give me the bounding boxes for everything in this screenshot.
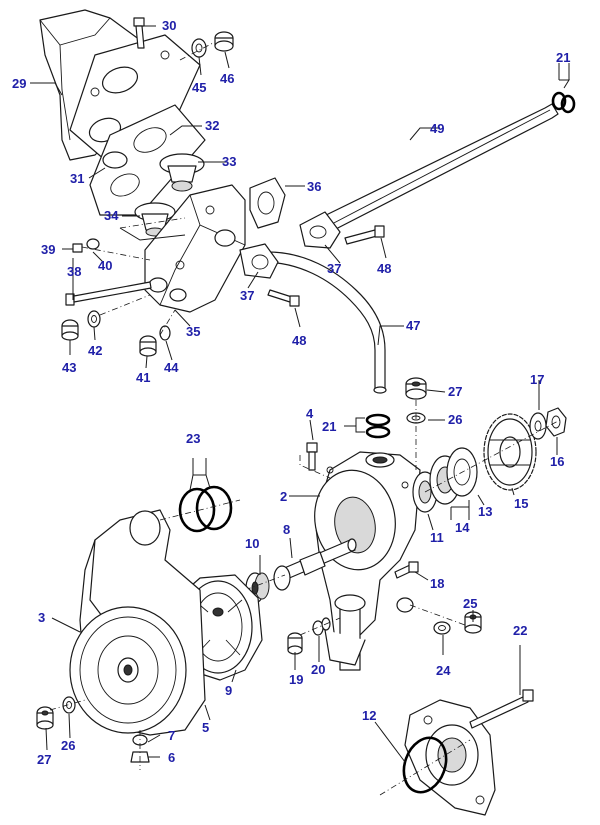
callout-17: 17: [530, 372, 544, 387]
callout-2: 2: [280, 489, 287, 504]
callout-6: 6: [168, 750, 175, 765]
callout-21-mid: 21: [322, 419, 336, 434]
callout-15: 15: [514, 496, 528, 511]
plug-19: [287, 632, 303, 655]
callout-29: 29: [12, 76, 26, 91]
callout-13: 13: [478, 504, 492, 519]
callout-18: 18: [430, 576, 444, 591]
callout-37-a: 37: [240, 288, 254, 303]
callout-26-lower: 26: [61, 738, 75, 753]
callout-19: 19: [289, 672, 303, 687]
callout-33: 33: [222, 154, 236, 169]
callout-43: 43: [62, 360, 76, 375]
callout-25: 25: [463, 596, 477, 611]
bolt-4: [306, 442, 318, 471]
bolt-48-top: [344, 225, 385, 245]
callout-48-b: 48: [292, 333, 306, 348]
callout-31: 31: [70, 171, 84, 186]
callout-35: 35: [186, 324, 200, 339]
bearing-14: [429, 447, 478, 505]
bolt-18: [394, 561, 419, 579]
callout-46: 46: [220, 71, 234, 86]
bolt-48-lower: [267, 289, 300, 307]
callout-36: 36: [307, 179, 321, 194]
thermostat-33: [159, 153, 205, 192]
washer-42: [87, 310, 101, 328]
washer-20: [312, 617, 331, 636]
callout-26-top: 26: [448, 412, 462, 427]
callout-44: 44: [164, 360, 179, 375]
callout-42: 42: [88, 343, 102, 358]
o-ring-21-top: [551, 91, 576, 114]
callouts: 29 30 45 46 31 32 33 34 36 49 21 39 40 3…: [12, 18, 570, 767]
gasket-36: [249, 177, 286, 229]
washer-45: [191, 38, 207, 58]
callout-12: 12: [362, 708, 376, 723]
callout-8: 8: [283, 522, 290, 537]
callout-38: 38: [67, 264, 81, 279]
callout-23: 23: [186, 431, 200, 446]
bolt-30: [133, 17, 145, 49]
callout-14: 14: [455, 520, 470, 535]
plug-43: [61, 319, 79, 341]
callout-27-lower: 27: [37, 752, 51, 767]
pump-body-2: [314, 451, 421, 671]
callout-39: 39: [41, 242, 55, 257]
callout-20: 20: [311, 662, 325, 677]
callout-41: 41: [136, 370, 150, 385]
callout-5: 5: [202, 720, 209, 735]
callout-11: 11: [430, 530, 444, 545]
callout-4: 4: [306, 406, 314, 421]
callout-10: 10: [245, 536, 259, 551]
plug-41: [139, 335, 157, 357]
callout-32: 32: [205, 118, 219, 133]
callout-30: 30: [162, 18, 176, 33]
callout-34: 34: [104, 208, 119, 223]
callout-40: 40: [98, 258, 112, 273]
bolt-38: [65, 281, 152, 306]
pipe-47: [239, 243, 387, 394]
pipe-49: [299, 103, 559, 249]
callout-24: 24: [436, 663, 451, 678]
callout-49: 49: [430, 121, 444, 136]
screw-39: [72, 243, 83, 253]
leader-lines: [30, 25, 570, 763]
shaft-8: [273, 538, 357, 591]
bolt-22: [469, 689, 534, 729]
seal-31: [102, 151, 128, 169]
callout-21-top: 21: [556, 50, 570, 65]
callout-9: 9: [225, 683, 232, 698]
o-ring-12: [402, 736, 448, 794]
o-ring-21-mid: [365, 413, 391, 439]
washer-24: [433, 621, 451, 635]
plug-27-lower: [36, 706, 54, 730]
gear-15: [483, 413, 537, 491]
callout-37-b: 37: [327, 261, 341, 276]
callout-47: 47: [406, 318, 420, 333]
thermostat-34: [134, 202, 176, 237]
callout-48-a: 48: [377, 261, 391, 276]
callout-7: 7: [168, 728, 175, 743]
plug-27-top: [405, 377, 427, 400]
drive-housing: [404, 699, 496, 816]
o-ring-23: [178, 485, 233, 533]
washer-40: [86, 238, 100, 250]
callout-45: 45: [192, 80, 206, 95]
callout-27-top: 27: [448, 384, 462, 399]
washer-26-lower: [62, 696, 76, 714]
plug-46: [214, 31, 234, 52]
callout-3: 3: [38, 610, 45, 625]
washer-44: [159, 325, 171, 341]
callout-16: 16: [550, 454, 564, 469]
callout-22: 22: [513, 623, 527, 638]
volute-cover-3: [69, 509, 206, 736]
